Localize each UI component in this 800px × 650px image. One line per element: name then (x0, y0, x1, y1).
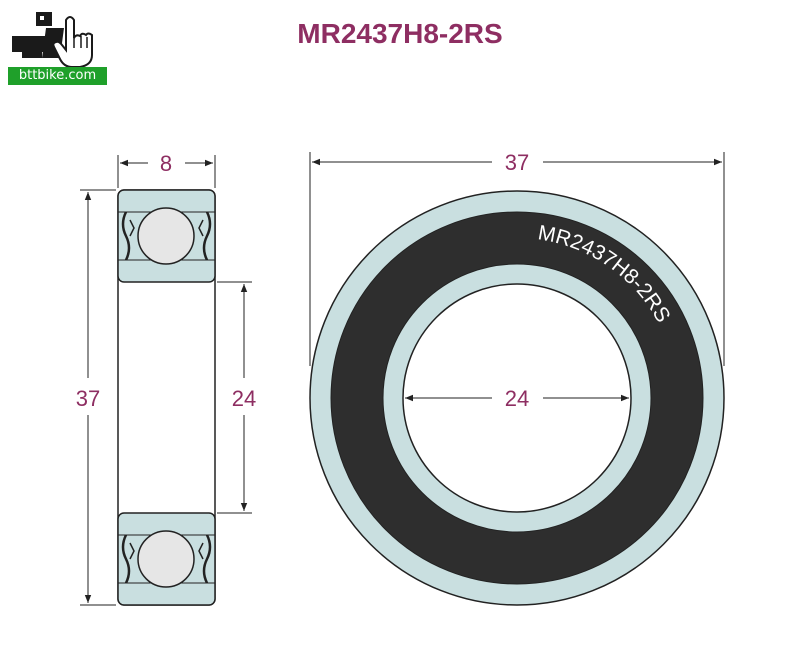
front-inner-label: 24 (505, 386, 529, 411)
front-outer-label: 37 (505, 150, 529, 175)
site-logo (8, 8, 108, 86)
side-inner-label: 24 (232, 386, 256, 411)
side-outer-label: 37 (76, 386, 100, 411)
bike-hand-icon (12, 12, 93, 68)
ball-bottom (137, 530, 195, 588)
logo-text: bttbike.com (8, 67, 107, 85)
side-view (117, 189, 216, 606)
front-view: MR2437H8-2RS (309, 190, 725, 606)
front-dimensions: 37 24 (309, 150, 725, 411)
side-dimensions: 8 37 24 (76, 151, 256, 606)
bore (402, 283, 632, 513)
ball-top (137, 207, 195, 265)
side-width-label: 8 (160, 151, 172, 176)
page-title: MR2437H8-2RS (297, 18, 503, 49)
